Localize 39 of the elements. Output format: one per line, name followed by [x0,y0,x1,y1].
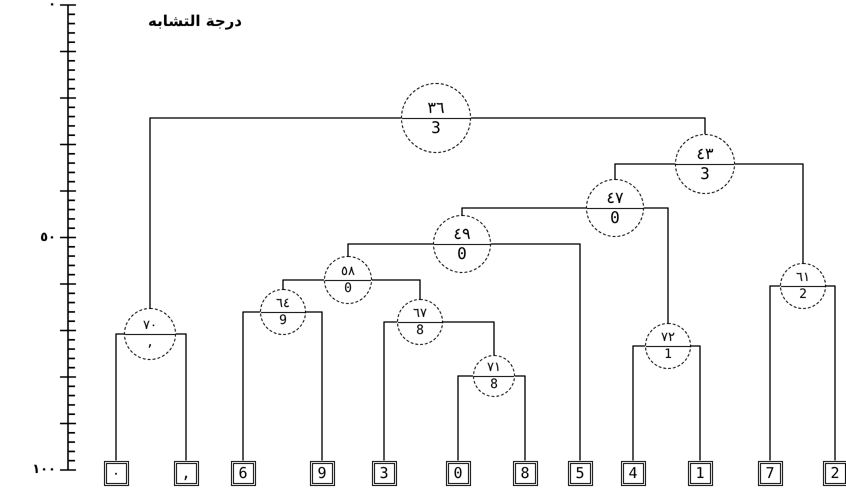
connector-line [282,279,324,289]
digit-box: 3 [372,460,396,486]
connector-line [176,333,187,460]
connector-line [461,207,586,215]
connector-line [383,321,397,460]
digit-box: 2 [822,460,846,486]
connector-line [306,311,323,460]
connector-line [457,375,473,460]
axis-label: ٠ [48,0,56,11]
connector-line [471,117,706,134]
connector-line [242,311,260,460]
connector-line [443,321,495,355]
axis-label: ٥٠ [40,230,56,244]
connector-line [691,345,701,460]
digit-box: 4 [620,460,646,486]
digit-box: 6 [230,460,256,486]
connector-line [515,375,526,460]
title: درجة التشابه [150,12,242,30]
digit-box: , [174,460,198,486]
digit-box: 7 [758,460,782,486]
digit-box: 8 [512,460,538,486]
connector-line [372,279,421,299]
connector-line [149,117,401,308]
cluster-circle: ٧٠ , [124,308,176,360]
connector-line [347,243,433,256]
connector-line [769,285,780,460]
connector-line [826,285,836,460]
connector-line [735,163,804,263]
connector-line [644,207,669,323]
digit-box: ٠ [104,460,128,486]
digit-box: 1 [688,460,712,486]
digit-box: 9 [310,460,334,486]
digit-box: 0 [446,460,470,486]
connector-line [115,333,124,460]
connector-line [614,163,675,179]
axis-label: ١٠٠ [32,463,56,476]
digit-box: 5 [568,460,592,486]
connector-line [632,345,645,460]
connector-line [491,243,581,460]
